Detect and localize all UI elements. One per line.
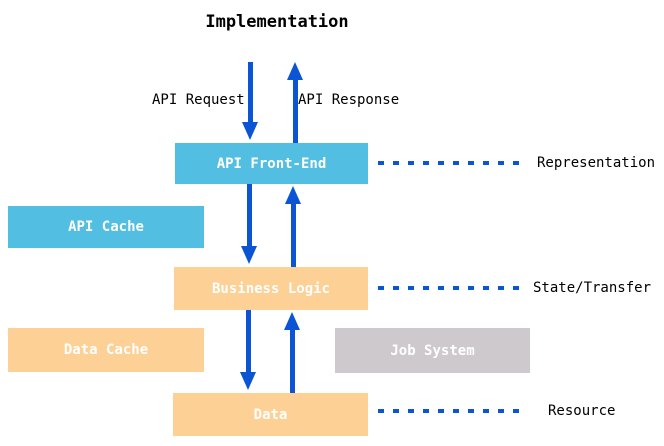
api-cache-box: API Cache xyxy=(8,206,204,248)
logic-to-front-end-arrow-shaft xyxy=(291,203,296,267)
logic-to-data-arrow-down-icon xyxy=(240,372,256,390)
api-response-label: API Response xyxy=(298,92,400,108)
request-arrow-down-icon xyxy=(242,122,258,140)
job-system-label: Job System xyxy=(390,342,475,359)
api-front-end-label: API Front-End xyxy=(216,155,327,172)
api-request-label: API Request xyxy=(152,92,245,108)
representation-dashed-line xyxy=(378,161,523,165)
job-system-box: Job System xyxy=(335,328,530,373)
data-to-logic-arrow-up-icon xyxy=(284,312,300,330)
resource-label: Resource xyxy=(548,403,616,419)
diagram-title: Implementation xyxy=(205,12,349,32)
data-cache-box: Data Cache xyxy=(8,328,204,372)
business-logic-label: Business Logic xyxy=(211,280,330,297)
request-arrow-shaft xyxy=(248,62,253,123)
resource-dashed-line xyxy=(378,409,523,413)
state-transfer-label: State/Transfer xyxy=(533,280,652,296)
representation-label: Representation xyxy=(537,155,656,171)
front-end-to-logic-arrow-down-icon xyxy=(241,246,257,264)
api-cache-label: API Cache xyxy=(68,219,144,235)
logic-to-data-arrow-shaft xyxy=(246,310,251,373)
api-front-end-box: API Front-End xyxy=(175,143,368,184)
data-label: Data xyxy=(253,406,288,423)
response-arrow-shaft xyxy=(293,79,298,143)
data-box: Data xyxy=(173,393,368,436)
data-to-logic-arrow-shaft xyxy=(290,329,295,396)
front-end-to-logic-arrow-shaft xyxy=(247,184,252,247)
logic-to-front-end-arrow-up-icon xyxy=(285,186,301,204)
response-arrow-up-icon xyxy=(287,62,303,80)
data-cache-label: Data Cache xyxy=(63,342,149,358)
business-logic-box: Business Logic xyxy=(174,267,368,310)
state-transfer-dashed-line xyxy=(378,286,523,290)
